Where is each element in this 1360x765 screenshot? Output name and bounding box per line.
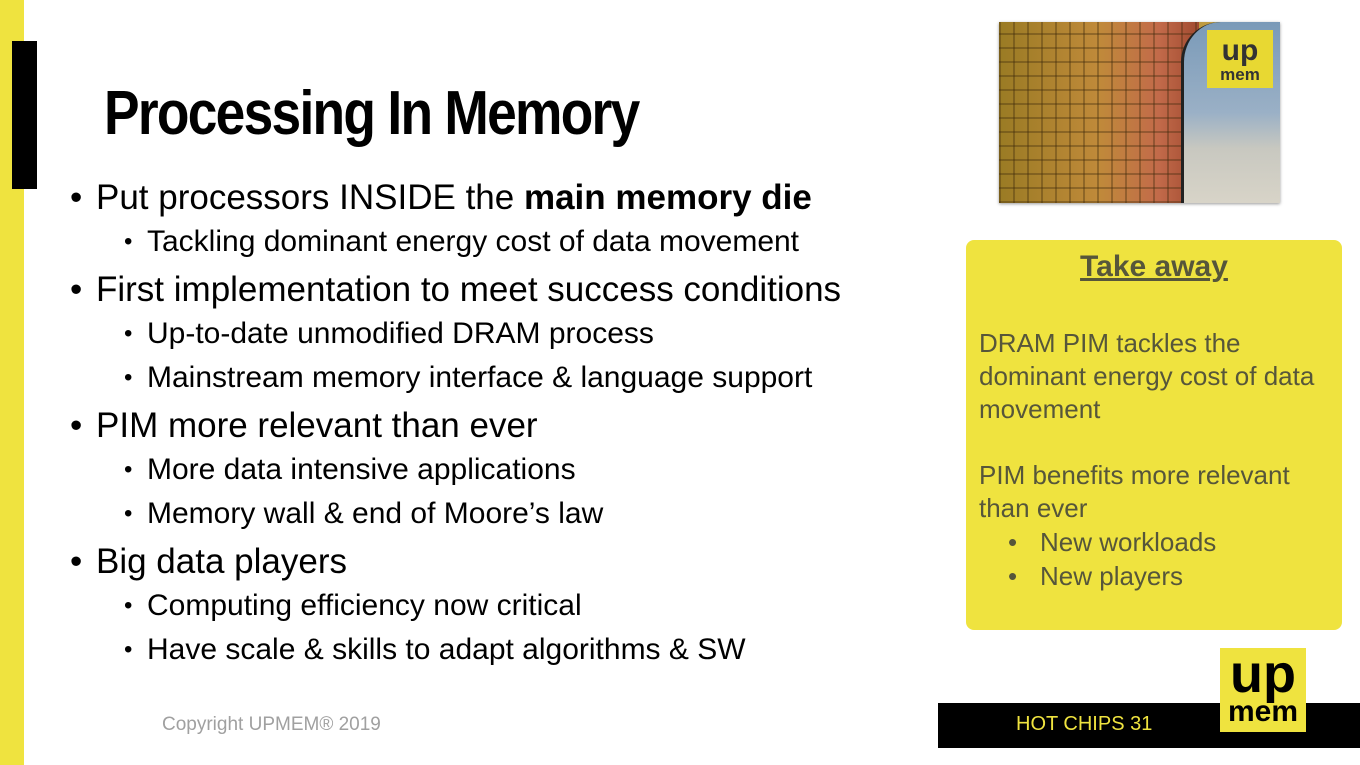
bullet-dot: • [124, 456, 133, 483]
bullet-text: Have scale & skills to adapt algorithms … [147, 633, 746, 666]
take-away-paragraph-2: PIM benefits more relevant than ever [979, 460, 1290, 523]
bullet-text: Up-to-date unmodified DRAM process [147, 317, 654, 350]
bullet-dot: • [124, 228, 133, 255]
bullet-text: More data intensive applications [147, 453, 576, 486]
bullet-main: • First implementation to meet success co… [70, 268, 950, 312]
bullet-dot: • [1008, 527, 1018, 557]
bullet-main: • Big data players [70, 540, 950, 584]
bullet-sub: • Memory wall & end of Moore’s law [70, 492, 950, 536]
bullet-text: First implementation to meet success con… [96, 270, 842, 309]
bullet-main: • PIM more relevant than ever [70, 404, 950, 448]
take-away-box: Take away DRAM PIM tackles the dominant … [966, 240, 1342, 630]
bullet-text: PIM more relevant than ever [96, 406, 538, 445]
take-away-list: • New workloads • New players [1008, 525, 1216, 593]
title-accent-bar [12, 41, 37, 189]
bullet-dot: • [124, 636, 133, 663]
bullet-text: Computing efficiency now critical [147, 589, 582, 622]
bullet-text: Tackling dominant energy cost of data mo… [147, 225, 800, 258]
take-away-item: • New players [1008, 559, 1216, 593]
bullet-dot: • [70, 542, 83, 581]
logo-top-text: up [1230, 644, 1296, 704]
bullet-text: Big data players [96, 542, 347, 581]
bullet-text: Memory wall & end of Moore’s law [147, 497, 604, 530]
bullet-dot: • [70, 178, 83, 217]
bullet-text-bold: main memory die [523, 178, 812, 217]
bullet-dot: • [124, 500, 133, 527]
take-away-item: • New workloads [1008, 525, 1216, 559]
wafer-photo: up mem [999, 22, 1280, 203]
bullet-dot: • [1008, 561, 1018, 591]
bullet-sub: • Have scale & skills to adapt algorithms… [70, 628, 950, 672]
wafer-image [999, 22, 1199, 203]
footer-conference-text: HOT CHIPS 31 [1016, 713, 1153, 735]
copyright-text: Copyright UPMEM® 2019 [162, 714, 381, 735]
slide-title: Processing In Memory [104, 79, 640, 148]
take-away-title: Take away [1080, 250, 1228, 283]
photo-logo-top: up [1221, 33, 1259, 67]
bullet-dot: • [70, 406, 83, 445]
bullet-main: • Put processors INSIDE the main memory d… [70, 176, 950, 220]
photo-upmem-logo: up mem [1207, 30, 1273, 88]
photo-logo-bottom: mem [1220, 64, 1260, 84]
bullet-dot: • [124, 592, 133, 619]
take-away-item-text: New players [1040, 561, 1184, 591]
bullet-sub: • Mainstream memory interface & language … [70, 356, 950, 400]
bullet-dot: • [124, 320, 133, 347]
bullet-sub: • Up-to-date unmodified DRAM process [70, 312, 950, 356]
take-away-paragraph-1: DRAM PIM tackles the dominant energy cos… [979, 328, 1315, 424]
bullet-dot: • [70, 270, 83, 309]
bullet-sub: • Computing efficiency now critical [70, 584, 950, 628]
bullet-sub: • Tackling dominant energy cost of data m… [70, 220, 950, 264]
bullet-list: • Put processors INSIDE the main memory d… [70, 172, 950, 672]
bullet-dot: • [124, 364, 133, 391]
upmem-logo: up mem [1220, 644, 1306, 732]
bullet-sub: • More data intensive applications [70, 448, 950, 492]
bullet-text: Mainstream memory interface & language s… [147, 361, 813, 394]
bullet-text: Put processors INSIDE the [96, 178, 524, 217]
logo-bottom-text: mem [1227, 695, 1299, 728]
take-away-item-text: New workloads [1040, 527, 1217, 557]
